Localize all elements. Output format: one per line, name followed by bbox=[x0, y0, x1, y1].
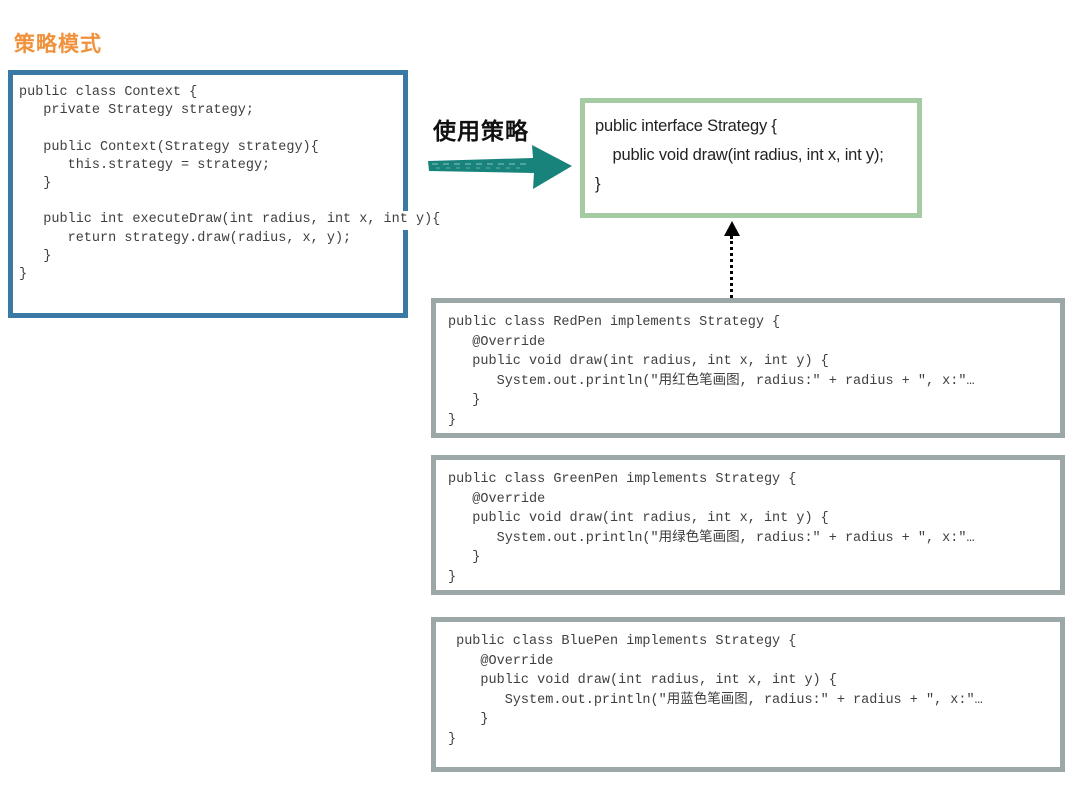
redpen-class-code: public class RedPen implements Strategy … bbox=[436, 303, 1060, 430]
page-title: 策略模式 bbox=[14, 33, 102, 56]
greenpen-class-code: public class GreenPen implements Strateg… bbox=[436, 460, 1060, 587]
strategy-interface-code: public interface Strategy { public void … bbox=[595, 117, 884, 193]
implements-arrow-icon bbox=[723, 221, 741, 299]
greenpen-class-box: public class GreenPen implements Strateg… bbox=[431, 455, 1065, 595]
context-class-box: public class Context { private Strategy … bbox=[8, 70, 441, 318]
bluepen-class-box: public class BluePen implements Strategy… bbox=[431, 617, 1065, 772]
implements-arrow-shaft bbox=[730, 236, 733, 298]
implements-arrow-head bbox=[724, 221, 740, 236]
redpen-class-box: public class RedPen implements Strategy … bbox=[431, 298, 1065, 438]
use-strategy-arrow-icon bbox=[428, 145, 572, 189]
strategy-interface-box: public interface Strategy { public void … bbox=[580, 98, 922, 218]
use-strategy-label: 使用策略 bbox=[433, 118, 529, 144]
context-class-code: public class Context { private Strategy … bbox=[13, 75, 441, 285]
bluepen-class-code: public class BluePen implements Strategy… bbox=[436, 622, 1060, 749]
